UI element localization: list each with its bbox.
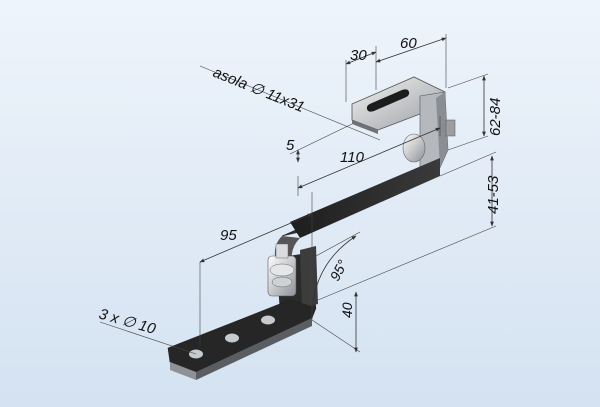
dim-label-30: 30 [350,47,367,64]
dim-label-95: 95 [220,227,237,244]
dim-label-40: 40 [339,302,355,318]
dim-label-angle: 95° [327,257,351,284]
roof-hook-bracket [167,76,456,380]
dim-label-slot: asola ∅ 11x31 [211,64,307,116]
upper-bolt-head [402,133,426,163]
slot-opening [366,89,410,112]
hole-2 [225,333,239,343]
dim-label-41-53: 41-53 [485,175,502,214]
foot-plate [167,299,317,373]
hole-3 [261,315,275,325]
dim-label-holes: 3 x ∅ 10 [97,306,158,339]
dimension-lines [99,34,497,355]
dim-label-60: 60 [400,35,417,52]
lower-bolt [267,243,297,297]
dim-label-62-84: 62-84 [487,98,504,136]
dim-label-5: 5 [286,137,295,154]
dim-label-110: 110 [340,149,365,166]
